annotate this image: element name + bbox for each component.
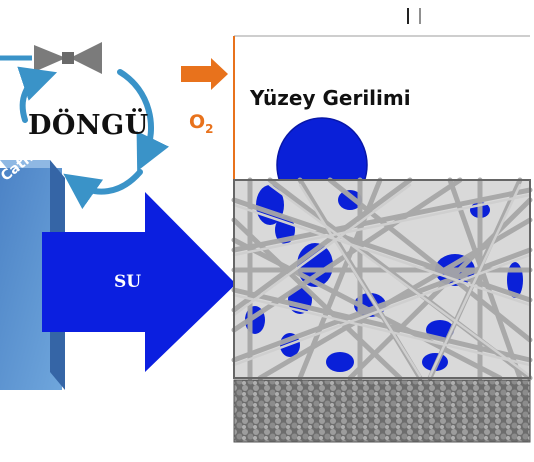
water-arrow bbox=[42, 192, 236, 372]
oxygen-symbol: O bbox=[189, 111, 206, 133]
valve-icon bbox=[0, 42, 102, 74]
surface-tension-label: Yüzey Gerilimi bbox=[250, 86, 411, 110]
oxygen-subscript: 2 bbox=[205, 121, 214, 136]
oxygen-label: O2 bbox=[189, 111, 214, 136]
cycle-label: DÖNGÜ bbox=[28, 110, 149, 141]
oxygen-arrow bbox=[181, 58, 228, 90]
cycle-arrows bbox=[17, 66, 170, 210]
fiber-layer bbox=[231, 177, 533, 381]
substrate-layer bbox=[233, 379, 531, 443]
water-label: SU bbox=[114, 272, 142, 292]
